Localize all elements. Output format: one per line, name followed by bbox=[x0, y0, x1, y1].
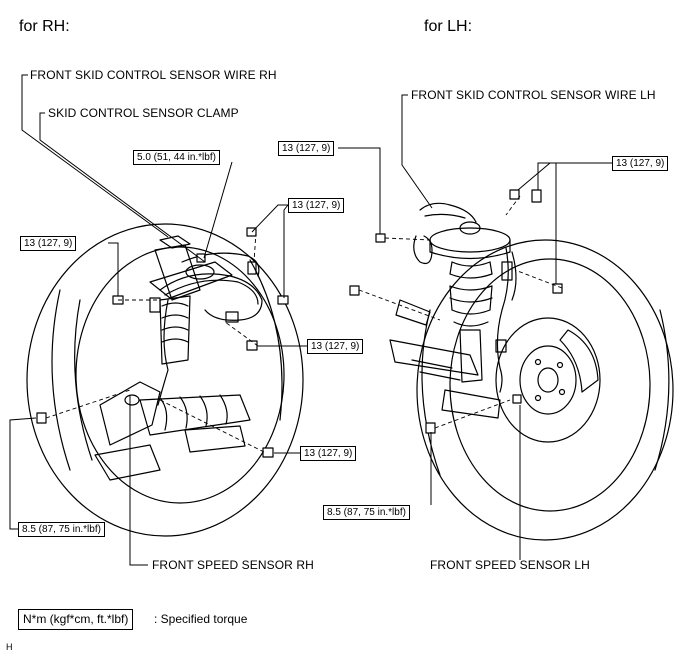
legend-unit-box: N*m (kgf*cm, ft.*lbf) bbox=[18, 609, 134, 630]
rh-tire bbox=[26, 223, 304, 537]
torque-lh-right: 13 (127, 9) bbox=[612, 156, 669, 171]
rh-knuckle-drive bbox=[94, 381, 251, 481]
lh-arm-axle bbox=[389, 299, 501, 419]
label-speed-lh: FRONT SPEED SENSOR LH bbox=[430, 558, 590, 572]
torque-rh-left: 13 (127, 9) bbox=[20, 236, 77, 251]
legend-description: : Specified torque bbox=[154, 612, 248, 626]
torque-rh-sensor: 8.5 (87, 75 in.*lbf) bbox=[18, 522, 105, 537]
label-clamp: SKID CONTROL SENSOR CLAMP bbox=[48, 106, 239, 120]
lh-wire-harness bbox=[413, 202, 517, 393]
header-rh: for RH: bbox=[19, 18, 70, 35]
torque-rh-bracket: 13 (127, 9) bbox=[288, 198, 345, 213]
lh-brake-disc-hub bbox=[495, 317, 601, 443]
rh-strut bbox=[149, 244, 233, 365]
torque-lh-left: 13 (127, 9) bbox=[278, 141, 335, 156]
torque-lh-sensor: 8.5 (87, 75 in.*lbf) bbox=[323, 505, 410, 520]
lh-tire bbox=[416, 239, 674, 541]
footer-code: H bbox=[6, 642, 13, 652]
torque-rh-bottom: 13 (127, 9) bbox=[300, 446, 357, 461]
label-wire-rh: FRONT SKID CONTROL SENSOR WIRE RH bbox=[30, 68, 277, 82]
label-speed-rh: FRONT SPEED SENSOR RH bbox=[152, 558, 314, 572]
torque-rh-mid: 13 (127, 9) bbox=[307, 339, 364, 354]
header-lh: for LH: bbox=[424, 18, 473, 35]
label-wire-lh: FRONT SKID CONTROL SENSOR WIRE LH bbox=[411, 88, 656, 102]
torque-rh-clamp: 5.0 (51, 44 in.*lbf) bbox=[133, 150, 220, 165]
